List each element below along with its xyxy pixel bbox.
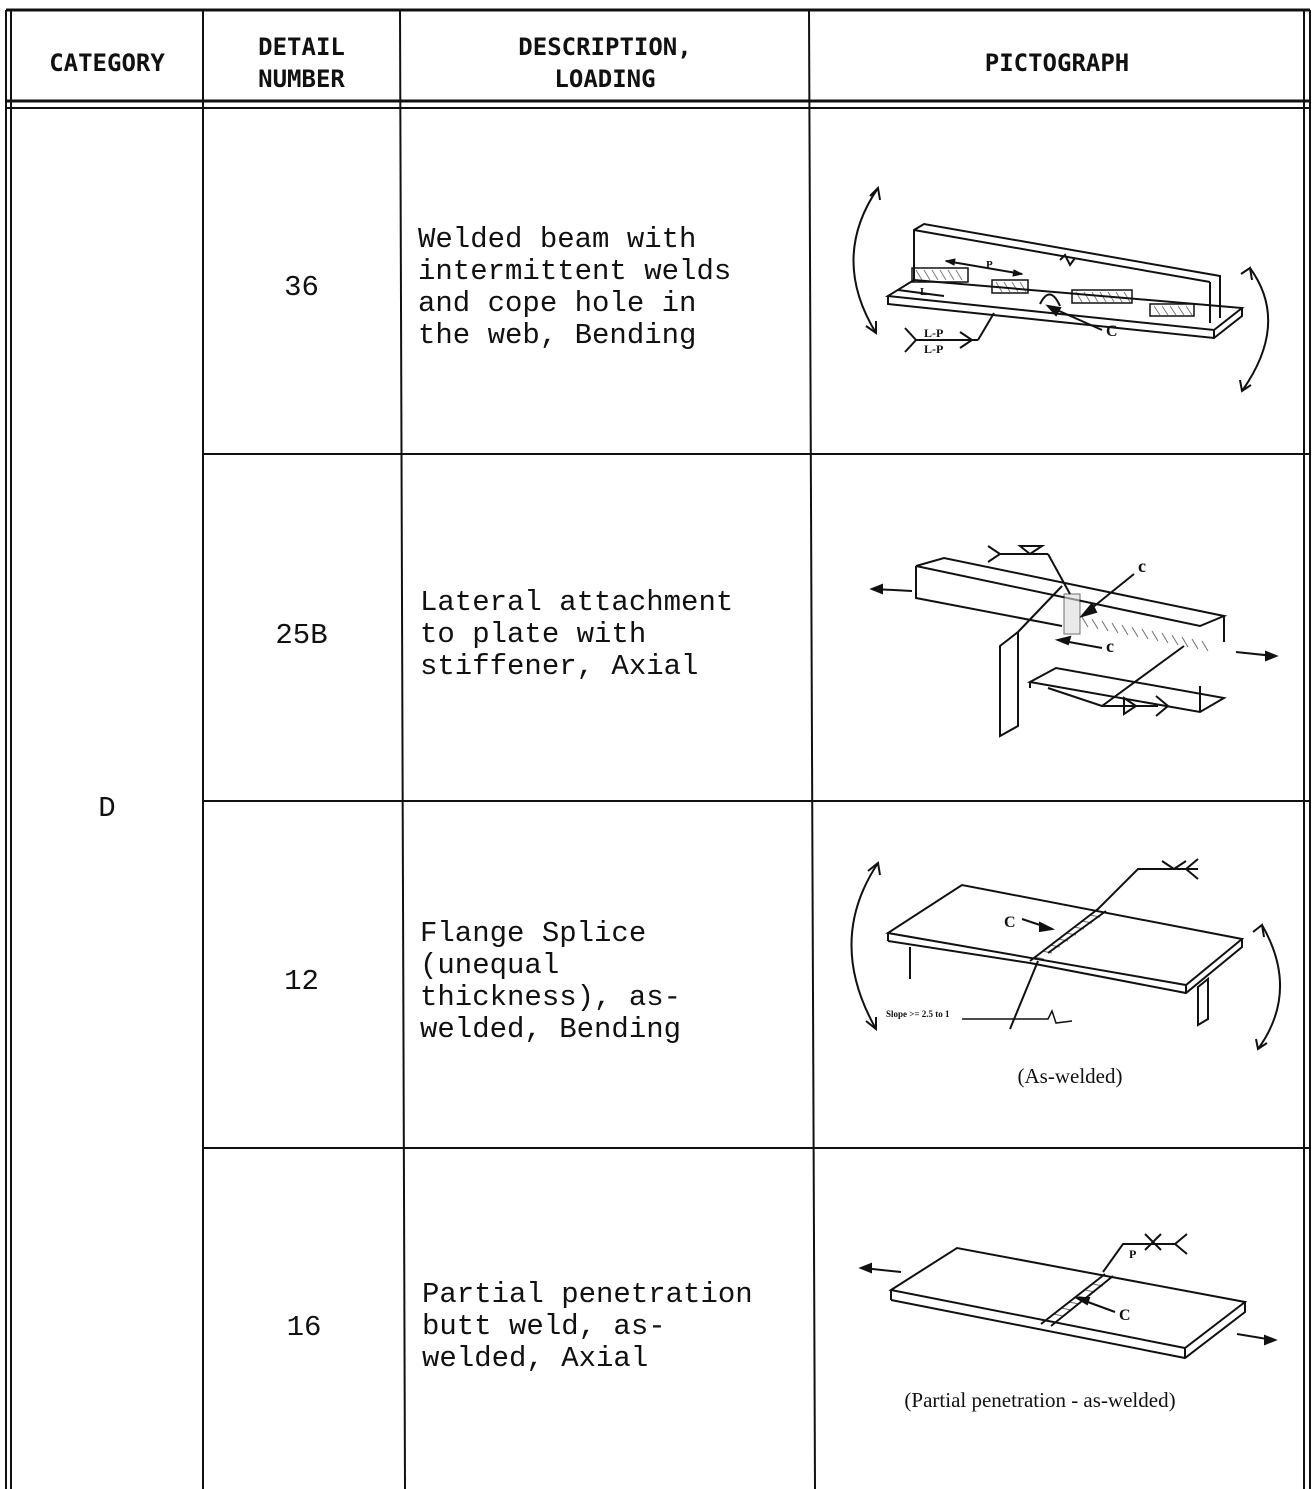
header-description-line1: DESCRIPTION,	[518, 33, 692, 61]
description-line: and cope hole in	[418, 287, 697, 320]
label-slope: Slope >= 2.5 to 1	[886, 1009, 950, 1019]
description: Welded beam with intermittent welds and …	[418, 224, 731, 352]
label-c: C	[1004, 914, 1016, 931]
header-category: CATEGORY	[49, 49, 165, 77]
pictograph-partial-penetration-butt-weld: P C	[858, 1233, 1278, 1360]
label-c: C	[1119, 1307, 1131, 1324]
description-line: Flange Splice	[420, 917, 647, 950]
description: Flange Splice (unequal thickness), as- w…	[420, 918, 681, 1046]
label-c: C	[1106, 323, 1118, 340]
pictograph-caption: (Partial penetration - as-welded)	[904, 1388, 1176, 1412]
description: Partial penetration butt weld, as- welde…	[422, 1279, 753, 1375]
label-p: P	[986, 259, 993, 271]
category-value: D	[98, 792, 116, 825]
label-p: P	[1129, 1247, 1136, 1261]
header-detail-line2: NUMBER	[258, 65, 345, 93]
description-line: intermittent welds	[418, 255, 732, 288]
label-lp-bottom: L-P	[924, 342, 943, 356]
pictograph-lateral-attachment: c c	[869, 545, 1279, 738]
detail-number: 36	[284, 271, 319, 304]
detail-number: 12	[284, 965, 319, 998]
description-line: welded, Axial	[422, 1342, 649, 1375]
description-line: (unequal	[420, 949, 560, 982]
label-c: c	[1106, 636, 1114, 656]
description-line: to plate with	[420, 618, 647, 651]
detail-number: 25B	[275, 619, 328, 652]
description-line: the web, Bending	[418, 319, 697, 352]
description: Lateral attachment to plate with stiffen…	[420, 587, 733, 683]
pictograph-caption: (As-welded)	[1017, 1064, 1123, 1088]
description-line: Lateral attachment	[420, 586, 734, 619]
label-l: L	[920, 286, 927, 298]
description-line: Welded beam with	[418, 223, 697, 256]
detail-number: 16	[286, 1311, 322, 1344]
description-line: thickness), as-	[420, 981, 682, 1014]
description-line: Partial penetration	[422, 1278, 753, 1311]
description-line: stiffener, Axial	[420, 650, 699, 683]
description-line: welded, Bending	[420, 1013, 682, 1046]
label-lp-top: L-P	[924, 326, 943, 340]
label-c: c	[1138, 556, 1146, 576]
pictograph-flange-splice: C Slope >= 2.5 to 1	[850, 858, 1281, 1051]
header-detail-line1: DETAIL	[258, 33, 345, 61]
description-line: butt weld, as-	[422, 1310, 666, 1343]
pictograph-intermittent-weld-beam: P L L-P L-P C	[852, 185, 1270, 393]
header-description-line2: LOADING	[554, 65, 656, 93]
header-pictograph: PICTOGRAPH	[984, 49, 1130, 77]
